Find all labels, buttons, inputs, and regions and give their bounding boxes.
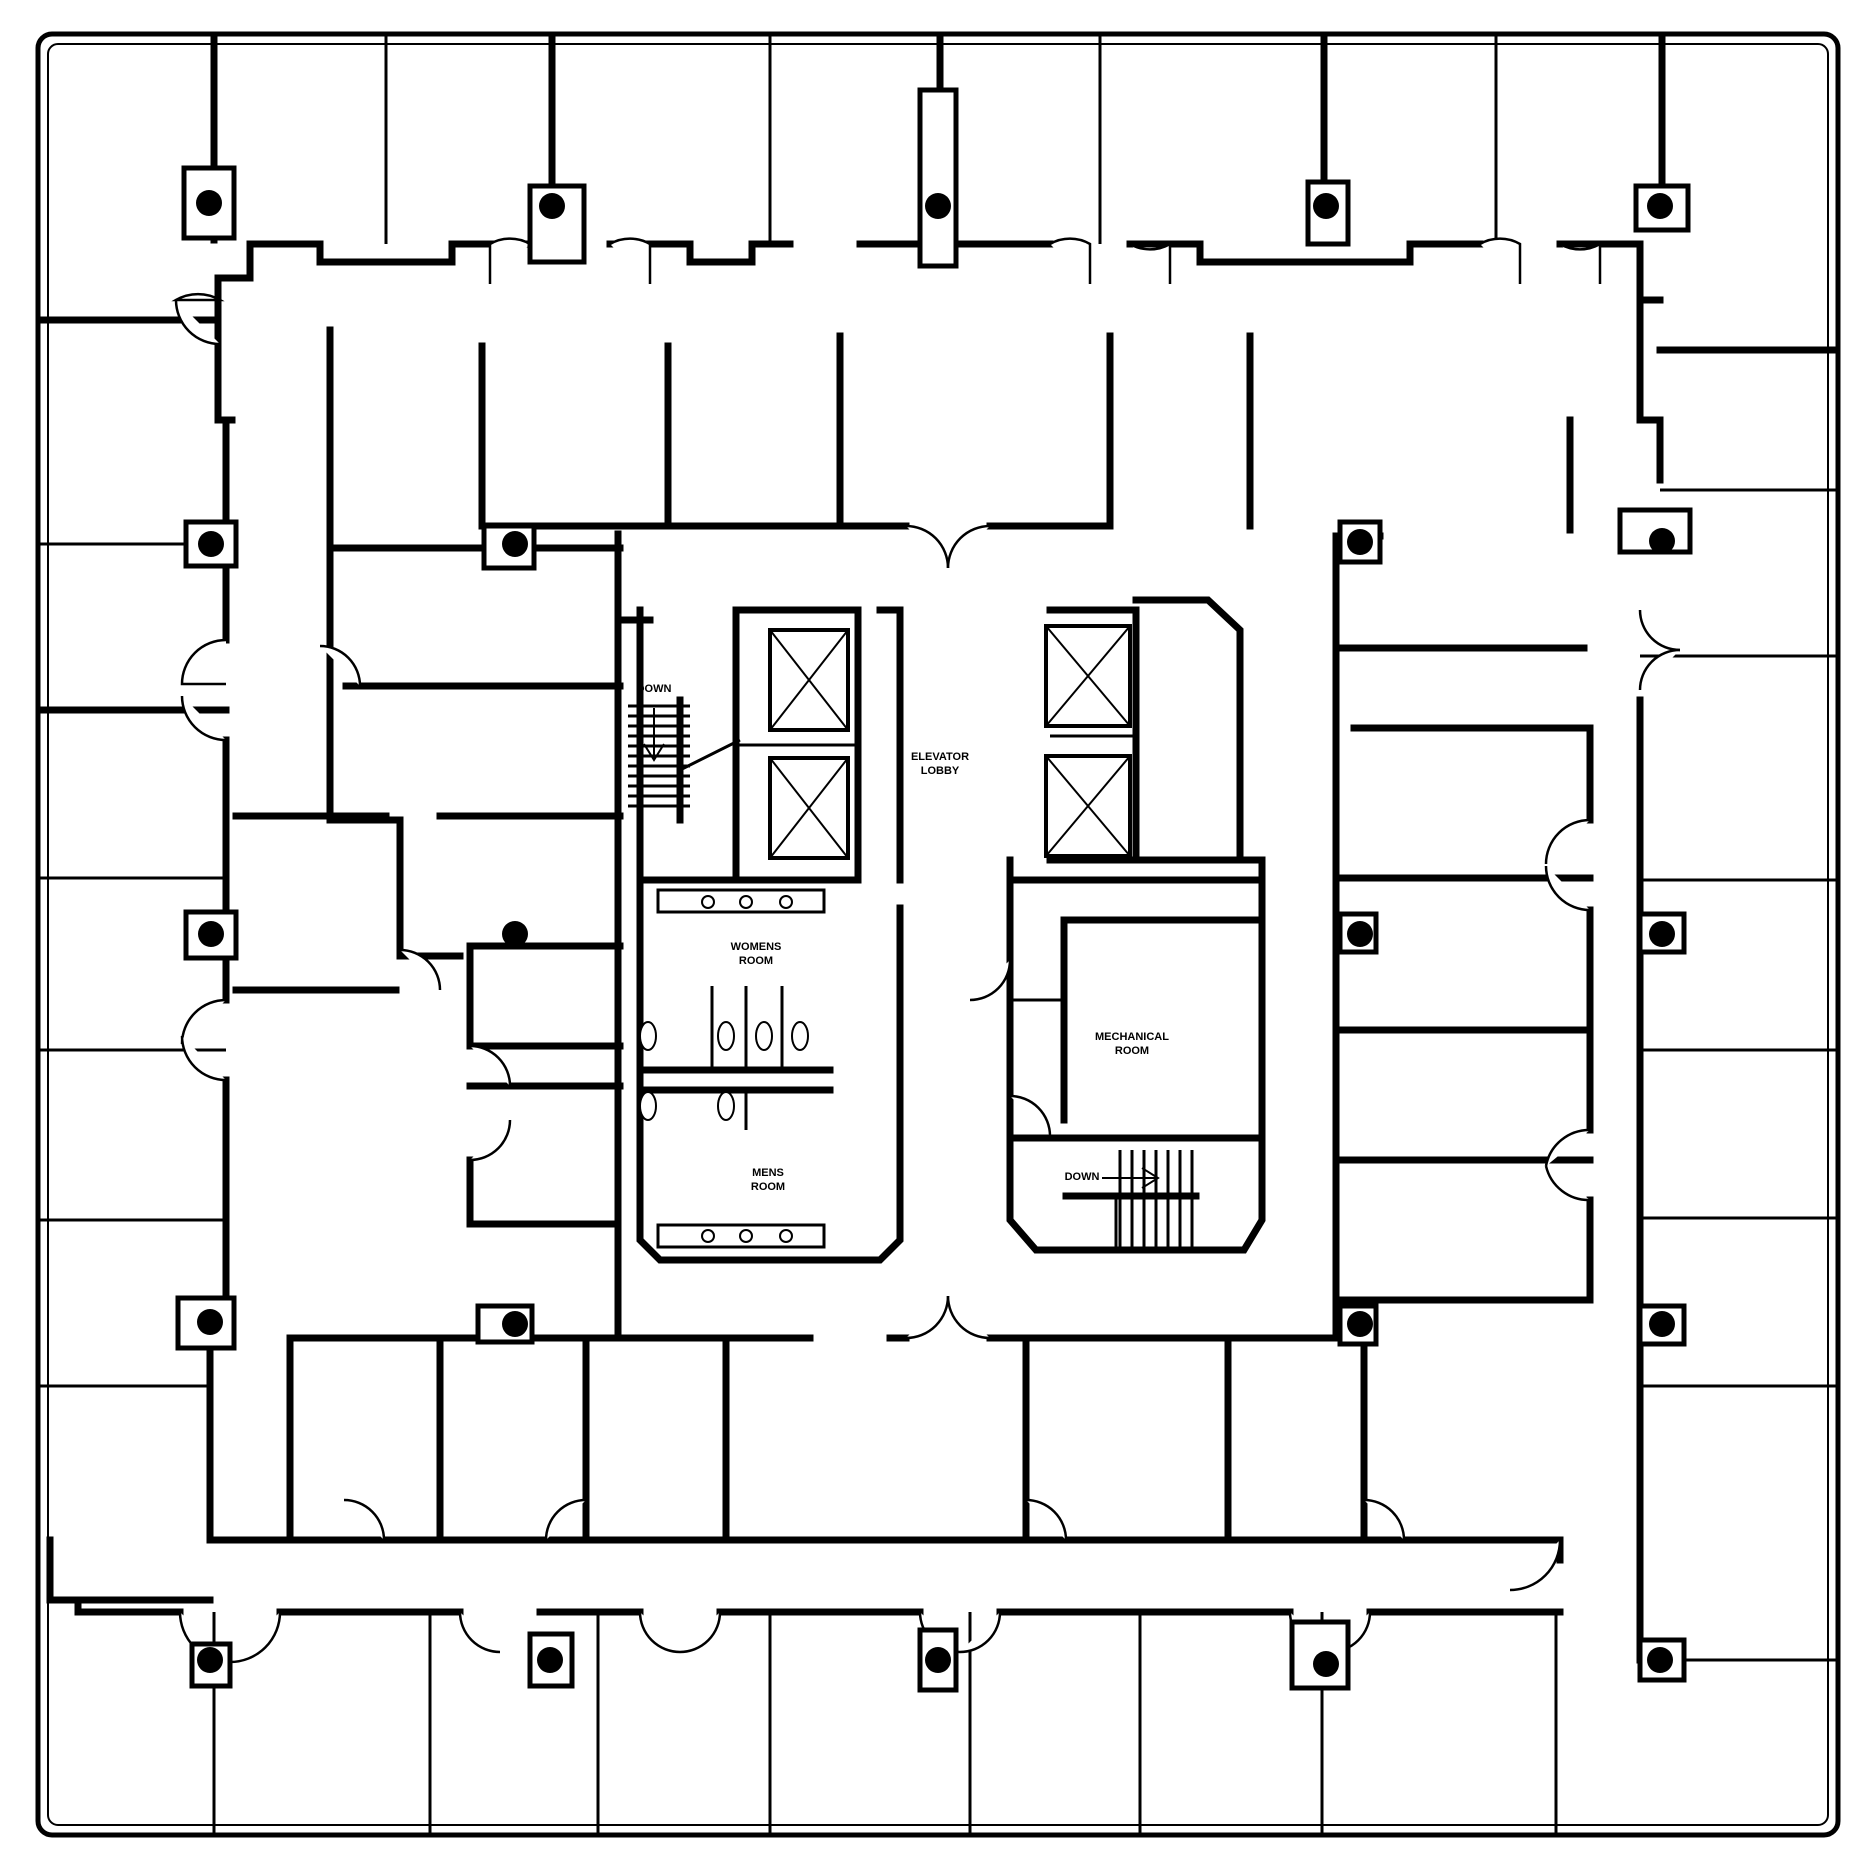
column [1637,1637,1687,1683]
column [527,1631,575,1689]
bottom-office-partitions [212,1612,1558,1834]
column [475,1303,535,1345]
elevator-car [1044,754,1132,858]
mens-room-label: MENS [752,1167,784,1179]
building-envelope [35,31,1841,1838]
column [1637,911,1687,955]
column [1633,183,1691,233]
doors [171,237,1681,1664]
elevator-lobby-label: ELEVATOR [911,751,969,763]
stair-west-down-label: DOWN [637,683,672,695]
column [1305,179,1351,247]
column [175,1295,237,1351]
womens-room-label: ROOM [739,955,773,967]
elevator-car [768,628,850,732]
stair-west [628,696,741,824]
elevator-shafts [768,624,1132,860]
column [181,165,237,241]
column [1337,911,1379,955]
column [183,909,239,961]
elevator-lobby-label: LOBBY [921,765,960,777]
column [1289,1619,1351,1691]
building-core [616,596,1266,1264]
stair-east [1062,1150,1200,1248]
womens-room-label: WOMENS [731,941,782,953]
room-labels: ELEVATOR LOBBY WOMENS ROOM MENS ROOM MEC… [637,683,1170,1193]
inner-office-walls [232,326,1594,1544]
column [917,1627,959,1693]
column [917,87,959,269]
elevator-car [768,756,850,860]
stair-east-down-label: DOWN [1065,1171,1100,1183]
column [189,1641,233,1689]
column [481,523,537,571]
mechanical-room-label: ROOM [1115,1045,1149,1057]
column [1337,1303,1379,1347]
column [183,519,239,569]
column [1617,507,1693,555]
left-office-partitions [36,316,230,1388]
column [502,921,528,947]
mechanical-room-label: MECHANICAL [1095,1031,1169,1043]
column [527,183,587,265]
right-office-partitions [1640,346,1840,1662]
stair-direction-arrows [643,708,1160,1189]
column [1337,519,1383,565]
restroom-fixtures [639,895,809,1243]
column [1637,1303,1687,1347]
mens-room-label: ROOM [751,1181,785,1193]
elevator-car [1044,624,1132,728]
structural-columns [175,87,1693,1693]
